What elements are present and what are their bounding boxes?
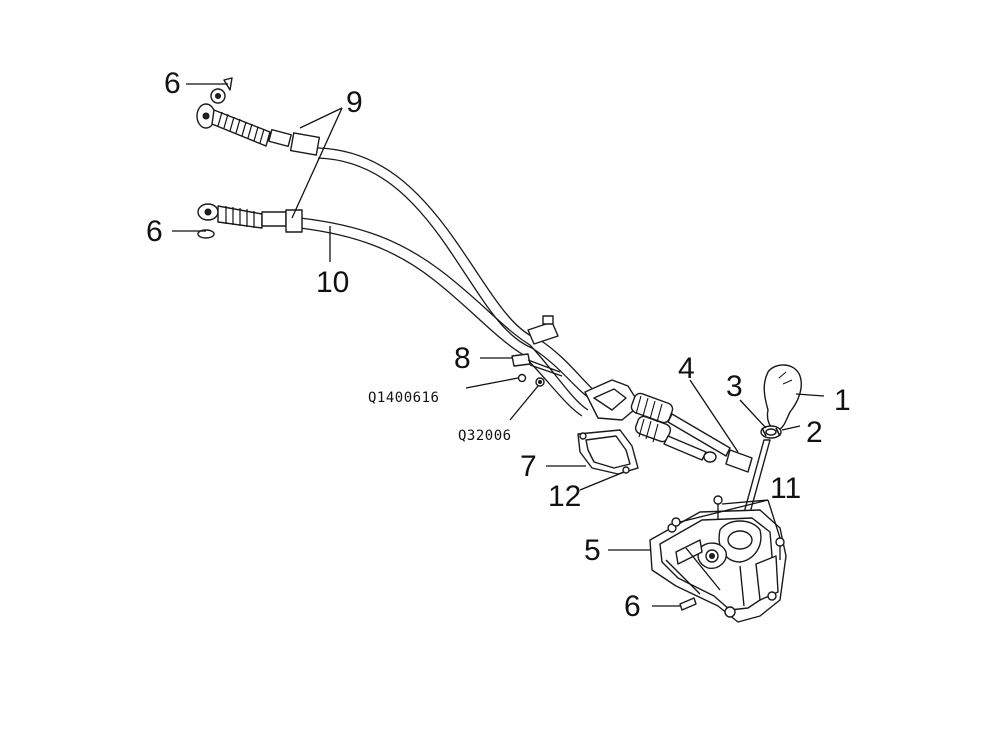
callout-12: 12 (548, 480, 581, 513)
leader-lines (172, 83, 825, 607)
callout-labels: 6 9 6 10 8 Q1400616 Q32006 7 12 4 3 1 2 … (146, 67, 851, 623)
shift-cable-assembly (299, 147, 601, 417)
callout-6-bottom: 6 (624, 590, 641, 623)
bracket-8 (511, 353, 563, 387)
callout-6-mid: 6 (146, 215, 163, 248)
callout-3: 3 (726, 370, 743, 403)
callout-5: 5 (584, 534, 601, 567)
lever-end-fittings (584, 379, 753, 473)
callout-2: 2 (806, 416, 823, 449)
part-code-q1400616: Q1400616 (368, 390, 439, 406)
boot-seal-7 (577, 429, 639, 475)
callout-7: 7 (520, 450, 537, 483)
callout-9: 9 (346, 86, 363, 119)
clamp-bolt (542, 315, 554, 325)
pin-6-bottom (679, 597, 697, 611)
upper-cable-end (196, 88, 321, 156)
callout-4: 4 (678, 352, 695, 385)
callout-8: 8 (454, 342, 471, 375)
callout-1: 1 (834, 384, 851, 417)
cable-clip-4 (725, 449, 753, 473)
cable-clamp (527, 321, 559, 345)
shift-knob-1 (763, 364, 802, 431)
ring-2-3 (760, 425, 782, 439)
callout-10: 10 (316, 266, 349, 299)
shifter-housing-5 (649, 509, 787, 623)
part-code-q32006: Q32006 (458, 428, 512, 444)
callout-11: 11 (770, 472, 801, 505)
shift-lever (741, 439, 771, 521)
callout-6-top: 6 (164, 67, 181, 100)
lower-cable-end (197, 203, 303, 239)
